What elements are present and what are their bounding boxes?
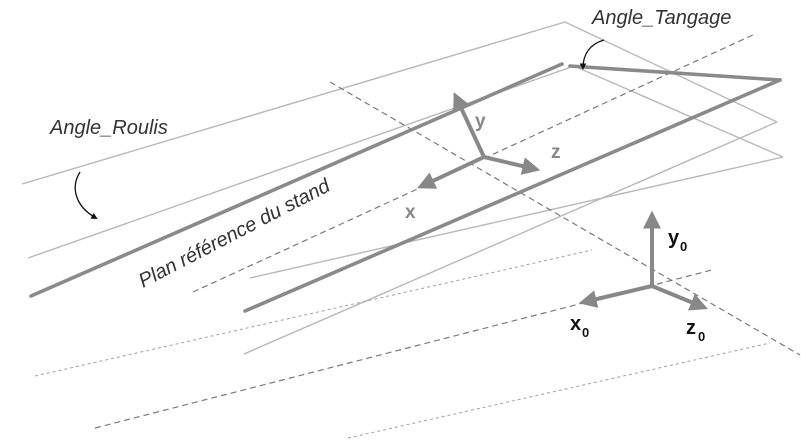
thin-line bbox=[21, 21, 566, 185]
thin-line bbox=[243, 121, 778, 355]
fixed-frame bbox=[578, 210, 708, 311]
y-axis-arrow bbox=[453, 92, 486, 159]
axis-z-label: z bbox=[551, 142, 561, 163]
axis-z0-label: z 0 bbox=[686, 317, 705, 344]
angle-tangage-label: Angle_Tangage bbox=[591, 7, 731, 29]
roulis-angle-arrow bbox=[74, 171, 98, 219]
thick-line bbox=[568, 64, 782, 82]
thick-line bbox=[243, 78, 782, 313]
z-axis-arrow bbox=[482, 155, 541, 175]
axis-x0-label: x 0 bbox=[570, 313, 589, 340]
axis-z0-subscript: 0 bbox=[698, 329, 705, 344]
axis-y0-base: y bbox=[668, 227, 680, 249]
axis-x0-subscript: 0 bbox=[582, 325, 589, 340]
dashed-line bbox=[192, 33, 756, 293]
axis-x0-base: x bbox=[570, 313, 581, 335]
dashed-lines bbox=[94, 33, 801, 429]
angle-roulis-label: Angle_Roulis bbox=[49, 117, 168, 139]
x-axis-arrow bbox=[417, 155, 486, 189]
axis-x-label: x bbox=[405, 202, 416, 223]
dotted-lines bbox=[34, 249, 771, 439]
axis-y0-label: y 0 bbox=[668, 227, 687, 254]
moving-frame bbox=[417, 92, 541, 189]
dotted-line bbox=[34, 249, 593, 377]
axis-y-label: y bbox=[475, 111, 486, 132]
x0-axis-arrow bbox=[578, 284, 654, 308]
dotted-line bbox=[347, 342, 771, 439]
axis-z0-base: z bbox=[686, 317, 696, 339]
thick-line bbox=[29, 62, 564, 298]
thin-line bbox=[249, 156, 784, 279]
thin-plane-lines bbox=[21, 21, 784, 355]
thick-plane-lines bbox=[29, 62, 782, 313]
dashed-line bbox=[329, 81, 801, 356]
plan-reference-label: Plan référence du stand bbox=[135, 174, 334, 292]
tangage-angle-arrow bbox=[579, 39, 605, 70]
z0-axis-arrow bbox=[650, 284, 708, 311]
thin-line bbox=[573, 65, 784, 158]
axis-y0-subscript: 0 bbox=[680, 239, 687, 254]
